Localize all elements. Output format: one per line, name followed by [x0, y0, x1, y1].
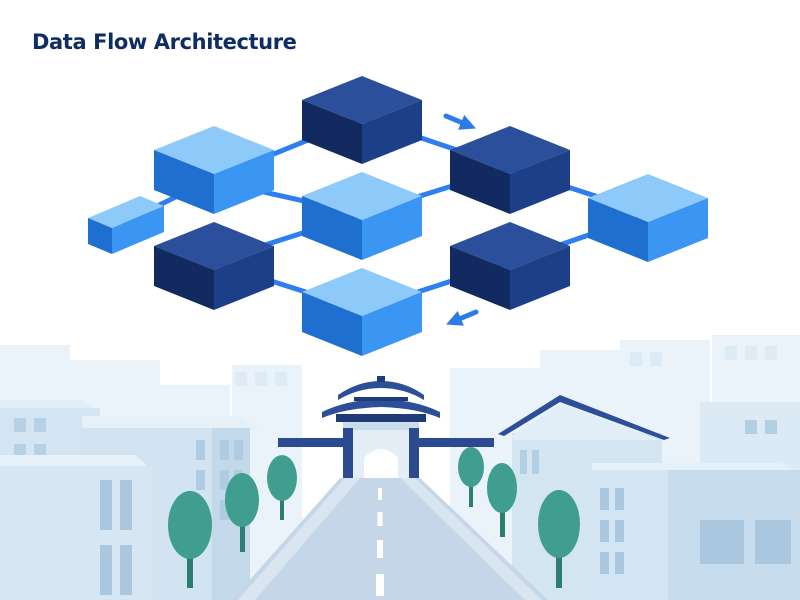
flow-arrow-left: [446, 309, 479, 326]
city-background: [0, 335, 800, 600]
node-light-far-right: [588, 174, 708, 262]
trees: [168, 447, 580, 588]
node-small-left: [88, 196, 164, 254]
node-dark-top: [302, 76, 422, 164]
node-dark-right-upper: [450, 126, 570, 214]
page-title: Data Flow Architecture: [32, 30, 297, 54]
gate: [278, 376, 494, 478]
building-right-front: [592, 463, 800, 600]
node-light-center: [302, 172, 422, 260]
data-flow-diagram: [88, 76, 708, 356]
road: [232, 478, 548, 600]
node-light-bottom: [302, 268, 422, 356]
flow-arrow-right: [443, 113, 476, 130]
node-dark-left-lower: [154, 222, 274, 310]
node-light-top-left: [154, 126, 274, 214]
building-left-front: [0, 455, 152, 600]
node-dark-right-lower: [450, 222, 570, 310]
